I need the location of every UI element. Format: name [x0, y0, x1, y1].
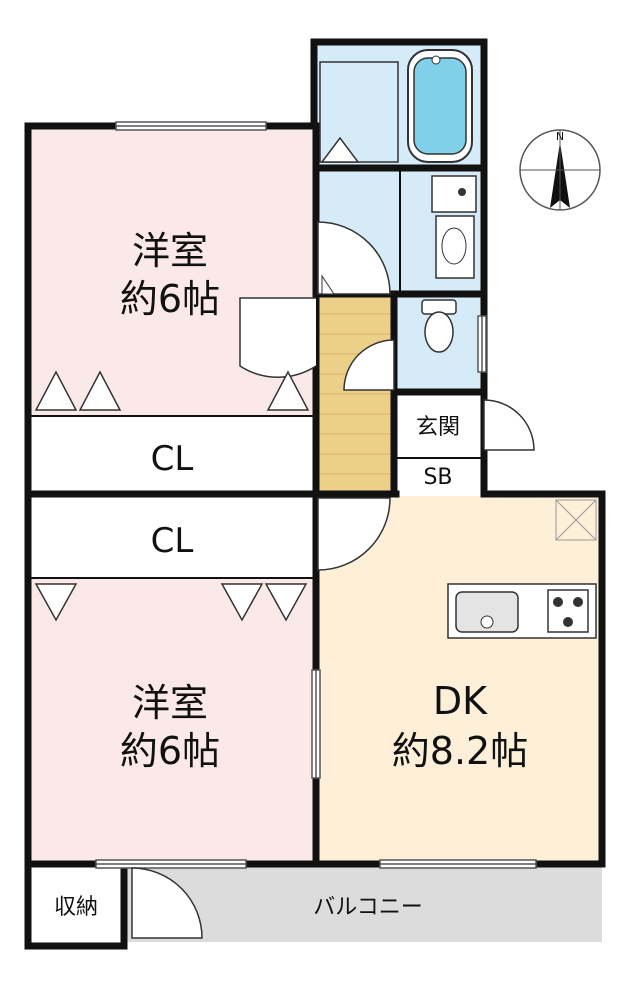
dk-size: 約8.2帖: [392, 729, 528, 773]
bathtub: [407, 49, 473, 163]
door-balcony: [131, 867, 203, 939]
door-bedroom-top: [239, 297, 317, 378]
dk-name: DK: [433, 679, 488, 723]
closet-doors-bottom: [34, 583, 308, 622]
thin-walls: [30, 170, 482, 579]
balcony-label: バルコニー: [313, 895, 423, 920]
compass-label: N: [556, 130, 564, 143]
closet-bottom-fill: [30, 500, 314, 578]
storage-label: 収納: [54, 895, 98, 920]
bedroom-bottom-fill: [30, 578, 314, 862]
fridge-space: [555, 499, 597, 541]
bedroom-bottom-name: 洋室: [132, 681, 208, 725]
balcony-fill: [124, 866, 602, 942]
closet-top-label: CL: [151, 439, 194, 479]
bedroom-top-size: 約6帖: [120, 277, 220, 321]
door-toilet: [343, 339, 395, 391]
closet-doors-top: [34, 370, 310, 411]
bath-partition: [319, 61, 399, 163]
kitchen-counter: [447, 583, 597, 639]
door-washroom: [317, 221, 391, 295]
closet-top-fill: [30, 416, 314, 496]
closet-bottom-label: CL: [151, 521, 194, 561]
bath-door-mark: [320, 136, 360, 163]
corridor-fill: [316, 294, 394, 492]
dk-fill: [316, 496, 602, 862]
entrance-fill: [396, 392, 482, 458]
door-dk: [317, 497, 391, 571]
shoebox-label: SB: [423, 465, 452, 490]
bedroom-bottom-size: 約6帖: [120, 729, 220, 773]
corridor-floor-lines: [318, 313, 392, 475]
compass: N: [519, 129, 601, 211]
doors: [131, 221, 535, 939]
door-entrance: [483, 399, 535, 451]
washbasin: [431, 175, 477, 279]
bedroom-top-name: 洋室: [132, 229, 208, 273]
toilet: [421, 299, 457, 353]
windows: [95, 121, 537, 869]
shoebox-fill: [396, 458, 482, 492]
washroom-door-mark: [321, 274, 335, 295]
storage-fill: [30, 862, 124, 946]
entrance-label: 玄関: [416, 415, 460, 440]
